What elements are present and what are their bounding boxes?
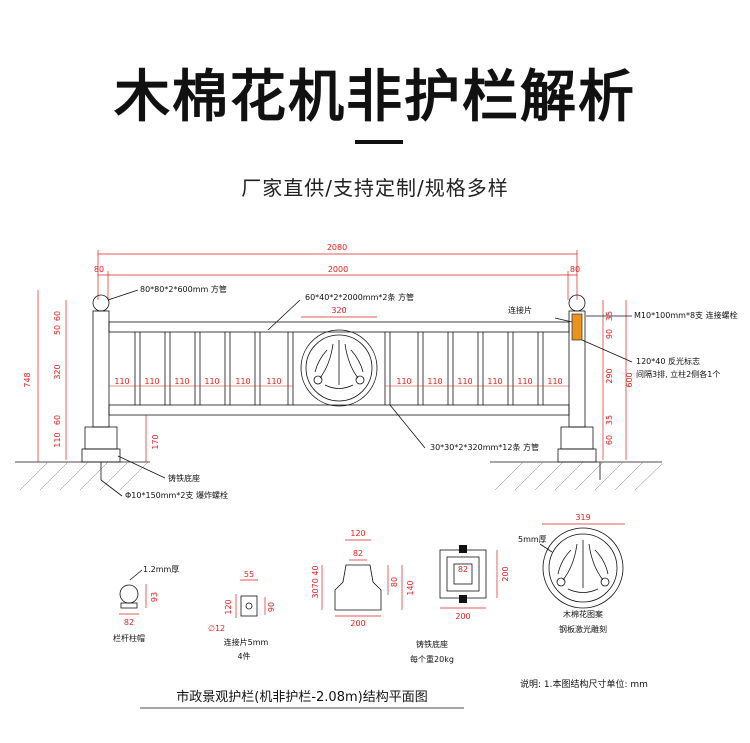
cap-height: 93: [150, 592, 159, 602]
plate-label: 连接片5mm: [224, 637, 269, 647]
cap-thickness: 1.2mm厚: [143, 565, 179, 574]
dim-base-height: 170: [151, 434, 160, 449]
base-weight: 每个重20kg: [410, 654, 454, 664]
label-bolt: M10*100mm*8支 连接螺栓: [634, 310, 738, 320]
base-h-e: 140: [406, 580, 415, 595]
cap-width: 82: [124, 618, 134, 627]
base-h-ad: 3070 40: [311, 565, 320, 598]
gap-2: 110: [144, 377, 159, 386]
title-underline: [355, 140, 403, 144]
gap-3: 110: [174, 377, 189, 386]
flower-thickness: 5mm厚: [518, 535, 547, 544]
leader-labels: 80*80*2*600mm 方管 60*40*2*2000mm*2条 方管 连接…: [100, 284, 738, 500]
dim-right-low-a: 60: [605, 435, 614, 445]
base-top-inner: 82: [458, 565, 468, 574]
dim-right-low-b: 35: [605, 415, 614, 425]
dim-right-total: 600: [625, 372, 634, 387]
gap-8: 110: [427, 377, 442, 386]
label-connector: 连接片: [508, 305, 532, 315]
footer-caption: 市政景观护栏(机非护栏-2.08m)结构平面图: [176, 689, 427, 705]
dim-inner-width: 2000: [328, 265, 348, 274]
label-reflector-b: 间隔3排, 立柱2侧各1个: [636, 369, 720, 379]
dim-right-mid: 290: [605, 368, 614, 383]
page-title: 木棉花机非护栏解析: [114, 65, 636, 130]
base-top-w: 200: [455, 612, 470, 621]
detail-base-top: 82 200 200: [439, 545, 510, 621]
plate-w: 55: [244, 570, 254, 579]
dim-left-top-a: 60: [53, 311, 62, 321]
base-w-top: 120: [350, 529, 365, 538]
dim-height-total: 748: [23, 372, 32, 387]
cap-label: 栏杆柱帽: [113, 633, 145, 643]
footer-note: 说明: 1.本图结构尺寸单位: mm: [520, 678, 648, 690]
base-h-d: 80: [390, 577, 399, 587]
plate-hole: ∅12: [208, 624, 225, 633]
plate-h2: 90: [267, 602, 276, 612]
base-top-h: 200: [501, 566, 510, 581]
base-w-mid: 82: [353, 549, 363, 558]
base-w-bot: 200: [350, 619, 365, 628]
dim-left-top-b: 50: [53, 325, 62, 335]
dim-post-left: 80: [94, 265, 104, 274]
top-dimensions: 2080 80 2000 80: [94, 243, 580, 300]
detail-flower: 319 5mm厚 木棉花图案 钢板激光雕刻: [518, 513, 625, 634]
gap-4: 110: [204, 377, 219, 386]
dim-medallion-width: 320: [331, 306, 346, 315]
label-anchor-bolt: Φ10*150mm*2支 爆炸螺栓: [125, 490, 228, 500]
plate-count: 4件: [237, 651, 250, 661]
dim-total-width: 2080: [327, 243, 347, 252]
label-rail-tube: 60*40*2*2000mm*2条 方管: [305, 292, 414, 302]
label-reflector-a: 120*40 反光标志: [636, 356, 700, 366]
dim-right-a: 90: [605, 329, 614, 339]
flower-dia: 319: [575, 513, 590, 522]
gap-6: 110: [266, 377, 281, 386]
base-label: 铸铁底座: [416, 639, 448, 649]
plate-h1: 120: [224, 599, 233, 614]
gap-11: 110: [517, 377, 532, 386]
detail-plate: 55 120 90 ∅12 连接片5mm 4件: [208, 570, 276, 661]
fence-elevation: 110 110 110 110 110 110 110 110 110 110 …: [81, 294, 601, 480]
flower-label: 木棉花图案: [563, 609, 603, 619]
dim-left-mid: 320: [53, 364, 62, 379]
page-subtitle: 厂家直供/支持定制/规格多样: [241, 176, 509, 200]
right-dimensions: 90 35 290 600 60 35: [602, 300, 634, 460]
gap-1: 110: [114, 377, 129, 386]
gap-5: 110: [235, 377, 250, 386]
gap-12: 110: [547, 377, 562, 386]
label-iron-base: 铸铁底座: [168, 473, 200, 483]
ground: [15, 461, 663, 491]
dim-left-low-b: 60: [53, 415, 62, 425]
flower-sub: 钢板激光雕刻: [559, 624, 607, 634]
gap-10: 110: [487, 377, 502, 386]
detail-base: 120 82 3070 40 80 140 200 铸铁底座 每个重20kg: [311, 529, 454, 664]
gap-9: 110: [457, 377, 472, 386]
left-dimensions: 748 60 50 320 60 110: [23, 290, 67, 462]
detail-cap: 1.2mm厚 93 82 栏杆柱帽: [113, 565, 179, 643]
label-bar-tube: 30*30*2*320mm*12条 方管: [430, 442, 539, 452]
gap-7: 110: [396, 377, 411, 386]
dim-post-right: 80: [570, 265, 580, 274]
label-post-tube: 80*80*2*600mm 方管: [140, 284, 227, 294]
dim-left-low-a: 110: [53, 432, 62, 447]
